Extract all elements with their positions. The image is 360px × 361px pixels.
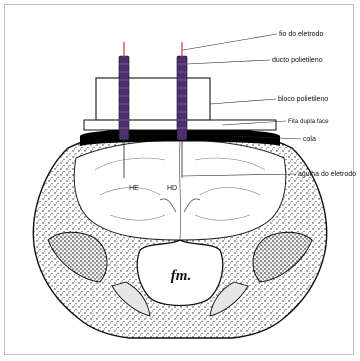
label-electrode-wire: fio do eletrodo bbox=[279, 31, 323, 38]
right-hemisphere-label: HD bbox=[167, 185, 177, 192]
label-polyethylene-block: bloco polietileno bbox=[278, 96, 328, 103]
left-hemisphere-label: HE bbox=[129, 185, 139, 192]
label-polyethylene-duct: ducto polietileno bbox=[272, 57, 323, 64]
label-double-sided-tape: Fita dupla face bbox=[288, 118, 329, 125]
polyethylene-block bbox=[96, 78, 210, 120]
label-glue: cola bbox=[303, 136, 316, 143]
right-electrode-duct bbox=[177, 56, 187, 140]
label-electrode-needle: agulha do eletrodo bbox=[298, 171, 356, 178]
left-electrode-duct bbox=[119, 56, 129, 140]
foramen-label: fm. bbox=[171, 268, 191, 284]
